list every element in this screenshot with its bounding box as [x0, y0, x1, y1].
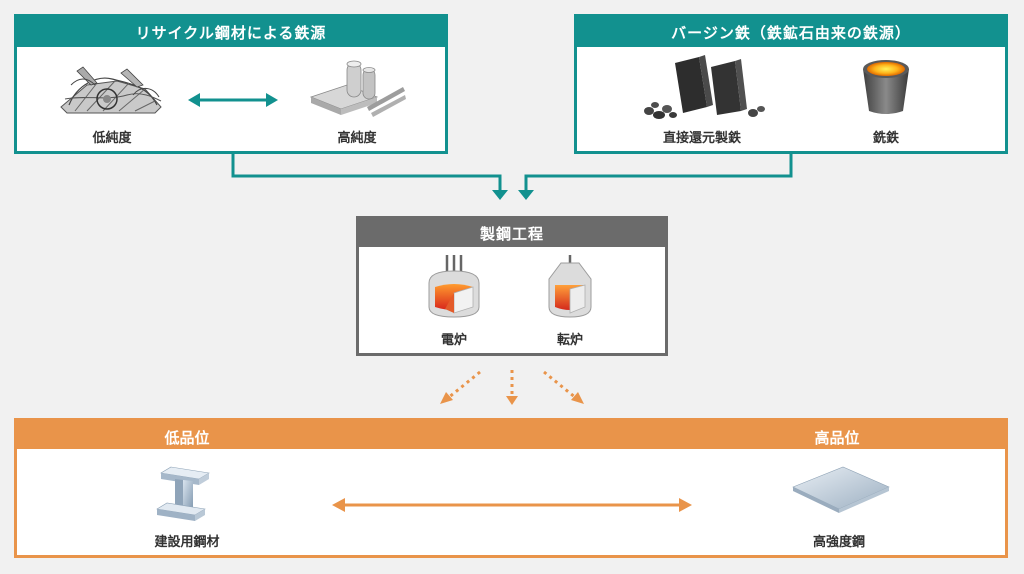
virgin-iron-panel: バージン鉄（鉄鉱石由来の鉄源） [574, 14, 1008, 154]
output-arrow-head-right [571, 392, 584, 404]
recycle-panel: リサイクル鋼材による鉄源 低純度 高純度 [14, 14, 448, 154]
steel-plate-icon [792, 466, 890, 513]
purity-range-arrow [188, 93, 278, 107]
products-panel: 低品位 高品位 建設用鋼材 高強度鋼 [14, 418, 1008, 558]
electric-arc-furnace-icon [428, 255, 480, 318]
products-panel-header [17, 421, 1005, 449]
refined-steel-icon [309, 60, 406, 117]
construction-steel-label: 建設用鋼材 [154, 535, 220, 550]
h-beam-icon [156, 466, 210, 521]
steelmaking-panel-title: 製鋼工程 [359, 219, 665, 247]
electric-arc-furnace-label: 電炉 [440, 333, 468, 348]
steelmaking-output-arrows [447, 370, 577, 400]
scrap-metal-icon [60, 66, 162, 114]
recycle-to-steelmaking-connector [231, 154, 508, 200]
grade-range-arrow [332, 498, 692, 512]
basic-oxygen-furnace-icon [548, 255, 592, 318]
low-purity-label: 低純度 [92, 131, 132, 146]
basic-oxygen-furnace-label: 転炉 [556, 333, 584, 348]
output-arrow-head-center [506, 396, 518, 405]
high-purity-label: 高純度 [337, 131, 377, 146]
low-grade-label: 低品位 [164, 429, 210, 447]
direct-reduced-iron-icon [644, 55, 765, 119]
output-arrow-head-left [440, 392, 453, 404]
recycle-panel-title: リサイクル鋼材による鉄源 [17, 17, 445, 47]
virgin-iron-panel-title: バージン鉄（鉄鉱石由来の鉄源） [577, 17, 1005, 47]
high-grade-label: 高品位 [814, 429, 860, 447]
virgin-to-steelmaking-connector [518, 154, 793, 200]
steelmaking-panel: 製鋼工程 電炉 転炉 [356, 216, 668, 356]
pig-iron-ladle-icon [863, 60, 909, 114]
high-strength-steel-label: 高強度鋼 [812, 535, 866, 550]
pig-iron-label: 銑鉄 [872, 131, 900, 146]
direct-reduced-iron-label: 直接還元製鉄 [662, 131, 742, 146]
